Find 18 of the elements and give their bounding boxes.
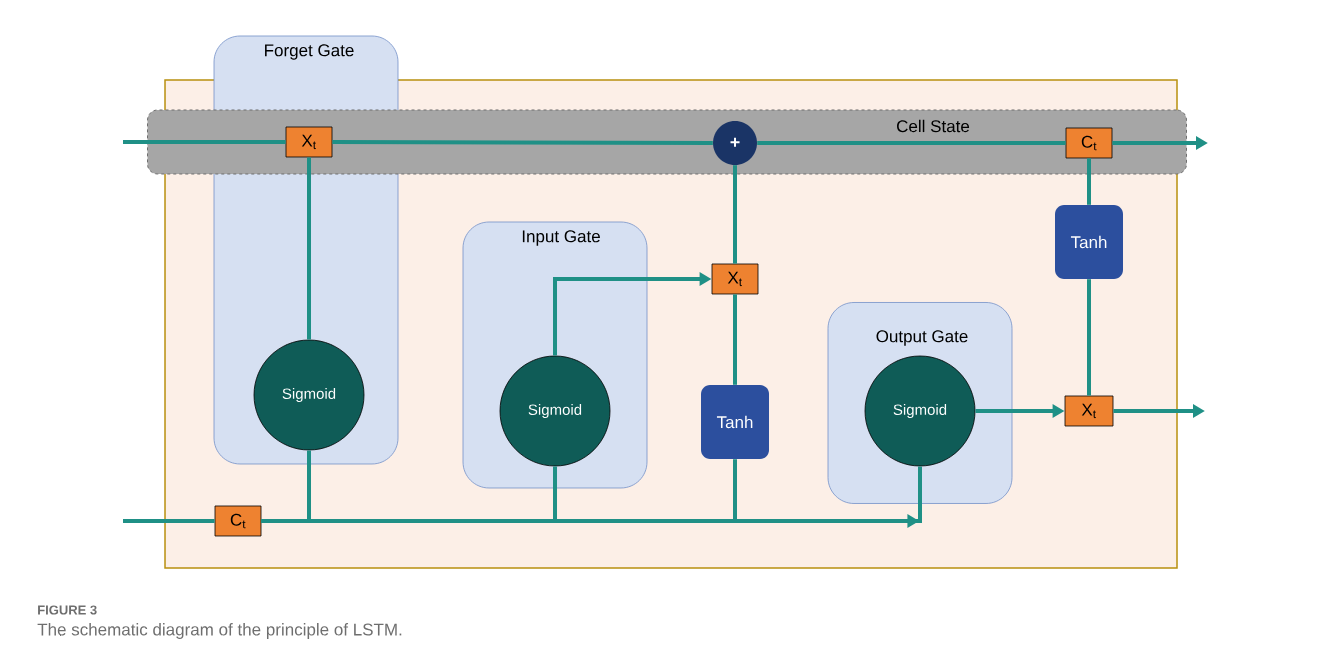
connector-line: [123, 140, 286, 144]
connector-line: [1087, 279, 1091, 396]
multiply-box: C$_{t}$: [214, 505, 262, 537]
multiply-box: X$_{t}$: [711, 263, 759, 295]
multiply-box: X$_{t}$: [1064, 395, 1114, 427]
caption: The schematic diagram of the principle of LSTM.: [37, 623, 402, 639]
connector-line: [733, 294, 737, 385]
connector-line: [307, 157, 311, 340]
connector-line: [332, 140, 713, 145]
tanh-box: Tanh: [701, 385, 769, 459]
multiply-box: C$_{t}$: [1065, 127, 1113, 159]
tanh-box: Tanh: [1055, 205, 1123, 279]
connector-line: [123, 519, 215, 523]
connector-line: [1087, 158, 1091, 205]
connector-line: [733, 165, 737, 264]
multiply-box: X$_{t}$: [285, 126, 333, 158]
connector-line: [757, 141, 1066, 145]
figure-number: FIGURE 3: [38, 605, 97, 615]
